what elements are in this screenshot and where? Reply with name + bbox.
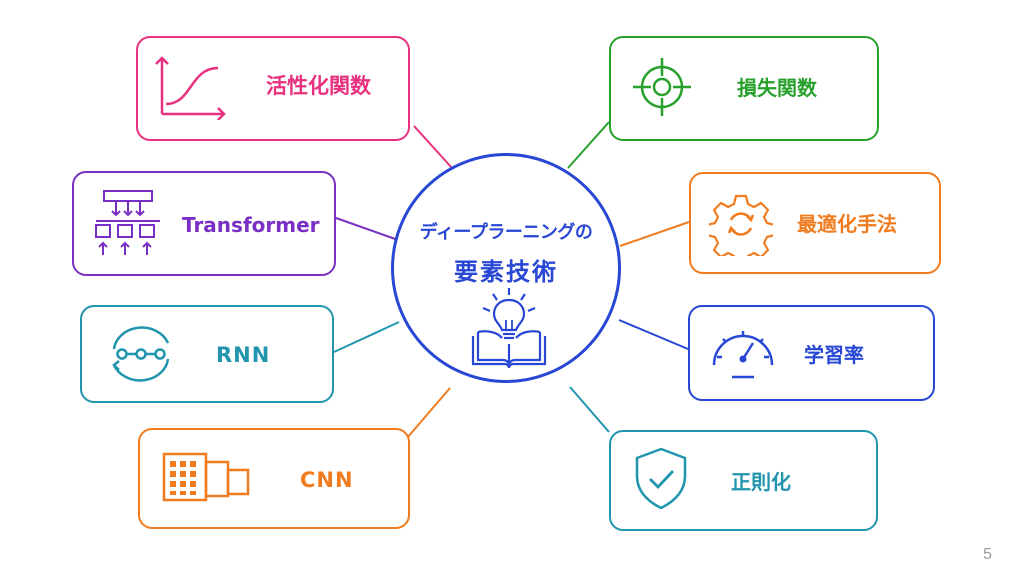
recurrent-loop-icon (112, 326, 170, 382)
node-activation-function-label: 活性化関数 (266, 74, 371, 98)
link-optimizer (619, 221, 690, 247)
node-cnn[interactable]: CNN (138, 428, 410, 529)
sigmoid-curve-icon (155, 56, 226, 120)
link-loss (567, 121, 610, 169)
node-rnn-label: RNN (216, 343, 271, 367)
conv-grid-icon (162, 452, 250, 502)
link-learning-rate (618, 319, 689, 350)
node-cnn-label: CNN (300, 468, 354, 492)
target-crosshair-icon (633, 58, 691, 116)
node-regularization[interactable]: 正則化 (609, 430, 878, 531)
shield-check-icon (635, 447, 687, 510)
page-number: 5 (983, 546, 992, 563)
link-activation (413, 125, 453, 169)
lightbulb-book-icon (471, 288, 547, 369)
node-learning-rate-label: 学習率 (804, 343, 864, 367)
node-transformer[interactable]: Transformer (72, 171, 336, 276)
central-topic-line1: ディープラーニングの (419, 222, 593, 243)
node-transformer-label: Transformer (182, 213, 320, 237)
node-learning-rate[interactable]: 学習率 (688, 305, 935, 401)
link-transformer (335, 217, 399, 241)
transformer-blocks-icon (95, 190, 160, 255)
gauge-icon (712, 331, 774, 379)
node-regularization-label: 正則化 (731, 470, 791, 494)
node-loss-function-label: 損失関数 (737, 76, 817, 100)
central-topic-line2: 要素技術 (454, 258, 558, 286)
link-regularization (569, 386, 610, 433)
node-rnn[interactable]: RNN (80, 305, 334, 403)
node-activation-function[interactable]: 活性化関数 (136, 36, 410, 141)
link-cnn (406, 387, 451, 439)
node-optimizer[interactable]: 最適化手法 (689, 172, 941, 274)
node-optimizer-label: 最適化手法 (797, 212, 897, 236)
central-topic-node: ディープラーニングの 要素技術 (391, 153, 621, 383)
node-loss-function[interactable]: 損失関数 (609, 36, 879, 141)
gear-refresh-icon (709, 194, 773, 256)
link-rnn (333, 321, 400, 353)
